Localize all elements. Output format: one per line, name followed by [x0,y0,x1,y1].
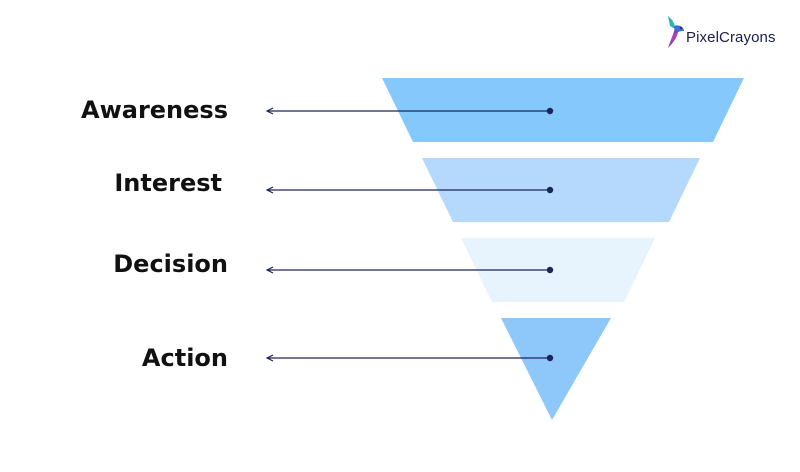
funnel-segment-awareness [382,78,744,142]
connector-action [265,354,554,362]
connector-interest [265,186,554,194]
stage-label-awareness: Awareness [81,96,228,124]
connector-decision [265,266,554,274]
hummingbird-icon [668,16,684,48]
stage-label-interest: Interest [114,169,222,197]
funnel-segment-action [501,318,611,420]
connector-awareness [265,107,554,115]
pixelcrayons-logo: PixelCrayons [664,14,776,54]
stage-label-action: Action [141,344,228,372]
funnel-segment-decision [461,238,655,302]
brand-name: PixelCrayons [686,29,776,46]
funnel-segment-interest [422,158,700,222]
stage-label-decision: Decision [113,250,228,278]
